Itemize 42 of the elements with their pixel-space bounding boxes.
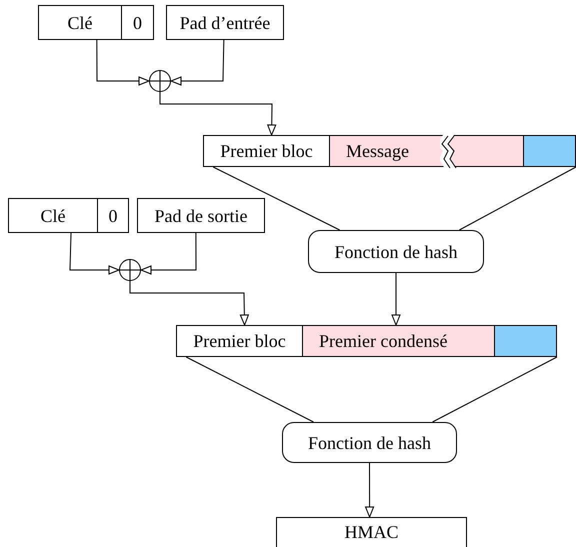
node-label: Pad de sortie	[154, 206, 248, 224]
block-segment	[303, 325, 494, 357]
xor-symbol	[149, 70, 171, 92]
node-label: Fonction de hash	[308, 434, 431, 452]
output-box	[276, 517, 467, 547]
field-box	[166, 5, 284, 40]
field-box	[137, 198, 265, 233]
block-segment	[203, 135, 330, 167]
padding-block	[494, 325, 557, 357]
connector-line	[212, 166, 340, 230]
field-box	[38, 5, 122, 40]
field-box	[97, 198, 129, 233]
arrow	[130, 280, 249, 326]
process-box	[282, 422, 457, 463]
field-box	[8, 198, 98, 233]
node-label: HMAC	[344, 521, 398, 541]
node-label: Premier bloc	[193, 332, 286, 350]
arrow	[170, 40, 224, 86]
connector-line	[458, 166, 576, 230]
connector-line	[432, 356, 558, 422]
node-label: Premier bloc	[220, 142, 313, 160]
block-segment	[330, 135, 523, 167]
node-label: Pad d’entrée	[180, 14, 270, 32]
node-label: Clé	[68, 14, 92, 32]
xor-symbol	[119, 259, 141, 281]
block-segment	[176, 325, 303, 357]
field-box	[121, 5, 154, 40]
arrow	[392, 272, 401, 326]
padding-block	[523, 135, 576, 167]
node-label: 0	[108, 206, 118, 224]
arrow	[365, 462, 374, 518]
connector-line	[186, 356, 314, 422]
node-label: Message	[346, 142, 409, 160]
node-label: Premier condensé	[319, 332, 448, 350]
node-label: Clé	[40, 206, 66, 224]
arrow	[96, 40, 150, 86]
node-label: 0	[133, 14, 142, 32]
arrow	[69, 232, 120, 274]
process-box	[308, 230, 484, 273]
arrow	[140, 232, 196, 274]
arrow	[160, 92, 276, 136]
node-label: Fonction de hash	[334, 242, 458, 260]
